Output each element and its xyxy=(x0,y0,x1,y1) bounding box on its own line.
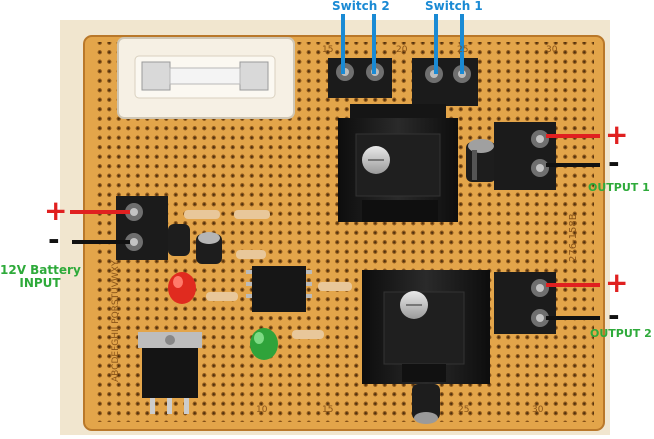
upper-capacitor xyxy=(466,139,496,182)
col-label-25: 25 xyxy=(457,45,468,55)
fuse-holder xyxy=(117,37,295,119)
switch2-label: Switch 2 xyxy=(332,0,390,13)
col-label-20: 20 xyxy=(396,45,408,55)
polarity-wires xyxy=(70,134,600,320)
timer-ic xyxy=(246,266,312,312)
board-silkscreen: 15 20 25 30 10 15 25 30 276-158B ABCDEFG… xyxy=(111,45,579,415)
switch2-terminal-block xyxy=(328,58,392,98)
switch-wires xyxy=(341,14,464,74)
col-label-30: 30 xyxy=(546,45,558,55)
col-label-30b: 30 xyxy=(532,405,544,415)
input-capacitors xyxy=(168,224,222,264)
output1-minus-symbol: - xyxy=(608,146,620,179)
output2-plus-symbol: + xyxy=(605,266,629,299)
output1-plus-symbol: + xyxy=(605,118,629,151)
bottom-regulator xyxy=(138,332,202,414)
upper-regulator-heatsink xyxy=(338,104,458,222)
output2-terminal-block xyxy=(494,272,556,334)
col-label-25b: 25 xyxy=(458,405,469,415)
row-letters: ABCDEFGHIJ PQRSTUVWXY xyxy=(111,260,121,382)
part-number: 276-158B xyxy=(568,213,579,262)
col-label-15b: 15 xyxy=(322,405,333,415)
output1-label: OUTPUT 1 xyxy=(588,181,650,194)
switch1-terminal-block xyxy=(412,58,478,106)
green-led xyxy=(250,328,278,360)
output2-minus-symbol: - xyxy=(608,299,620,332)
output1-terminal-block xyxy=(494,122,556,190)
battery-label-line1: 12V Battery xyxy=(0,263,81,277)
red-led xyxy=(168,272,196,304)
resistors xyxy=(184,210,352,339)
input-minus-symbol: - xyxy=(48,223,60,256)
lower-regulator-heatsink xyxy=(362,270,490,384)
col-label-10: 10 xyxy=(256,405,268,415)
col-label-15: 15 xyxy=(322,45,333,55)
battery-label-line2: INPUT xyxy=(19,276,61,290)
switch1-label: Switch 1 xyxy=(425,0,483,13)
output2-label: OUTPUT 2 xyxy=(590,327,652,340)
input-plus-symbol: + xyxy=(44,194,68,227)
lower-capacitor xyxy=(412,384,440,424)
input-terminal-block xyxy=(116,196,168,260)
battery-input-label: 12V Battery INPUT xyxy=(0,263,81,290)
